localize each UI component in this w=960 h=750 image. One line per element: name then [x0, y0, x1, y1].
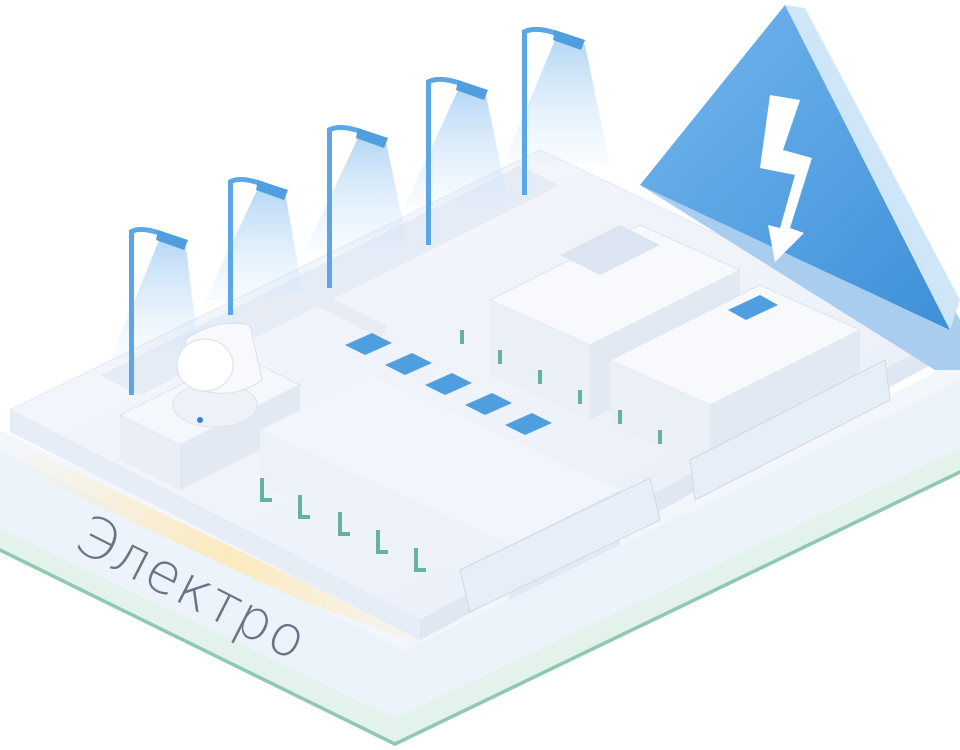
- street-lamp: [505, 26, 610, 195]
- terminal-rail: [459, 359, 891, 613]
- street-lamp: [205, 176, 305, 315]
- high-voltage-triangle-icon: [640, 5, 960, 370]
- breaker-toggle: [345, 333, 552, 435]
- street-lamps: [110, 26, 610, 395]
- lightning-bolt-icon: [760, 95, 812, 262]
- green-connectors: [260, 330, 662, 572]
- street-lamp: [110, 226, 200, 395]
- power-plug-icon: [176, 293, 387, 394]
- street-lamp: [405, 76, 510, 245]
- street-lamp: [305, 124, 410, 288]
